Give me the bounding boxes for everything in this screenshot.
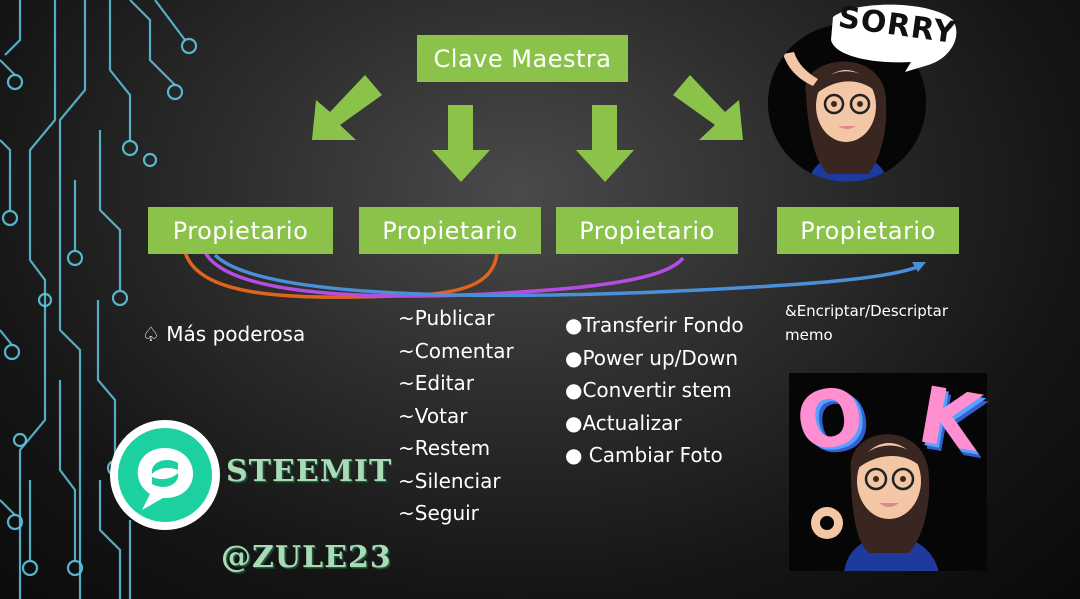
steemit-logo (110, 420, 220, 530)
posting-list: ~Publicar ~Comentar ~Editar ~Votar ~Rest… (398, 302, 514, 530)
list-item: ~Seguir (398, 501, 479, 525)
arrow-down-1 (432, 105, 490, 182)
list-item: ~Editar (398, 371, 474, 395)
arrow-down-left (312, 75, 382, 140)
avatar-ok: O K (789, 370, 987, 573)
brand-name: STEEMIT (226, 454, 393, 489)
list-item: ~Silenciar (398, 468, 501, 493)
list-item: ●Actualizar (565, 410, 682, 435)
spade-outline-icon: ♤ (142, 322, 160, 346)
sorry-speech-bubble (831, 4, 957, 72)
brand-user: @ZULE23 (221, 540, 392, 575)
curve-purple (203, 251, 685, 298)
owner-desc-first-text: Más poderosa (166, 322, 306, 346)
curve-blue-arrowhead (912, 262, 926, 272)
list-item: ~Restem (398, 436, 491, 460)
list-item: ●Convertir stem (565, 378, 732, 402)
owner-box-3: Propietario (556, 207, 738, 254)
memo-line-1: &Encriptar/Descriptar (785, 302, 949, 320)
list-item: ●Power up/Down (565, 345, 739, 370)
owner-box-4: Propietario (777, 207, 959, 254)
list-item: ●Transferir Fondo (565, 313, 744, 337)
memo-desc: &Encriptar/Descriptar memo (785, 299, 985, 347)
circuit-decoration (0, 0, 198, 599)
owner-desc-first: ♤ Más poderosa (142, 322, 305, 346)
owner-box-1: Propietario (148, 207, 333, 254)
curve-blue (213, 253, 921, 298)
avatar-ok-illustration (789, 373, 987, 573)
list-item: ~Votar (398, 403, 468, 428)
master-key-box: Clave Maestra (417, 35, 628, 82)
arrow-down-2 (576, 105, 634, 182)
list-item: ~Publicar (398, 306, 495, 330)
arrow-down-right (673, 75, 743, 140)
list-item: ~Comentar (398, 338, 514, 363)
owner-box-2: Propietario (359, 207, 541, 254)
active-list: ●Transferir Fondo ●Power up/Down ●Conver… (565, 309, 744, 472)
list-item: ● Cambiar Foto (565, 443, 723, 467)
memo-line-2: memo (785, 326, 833, 344)
